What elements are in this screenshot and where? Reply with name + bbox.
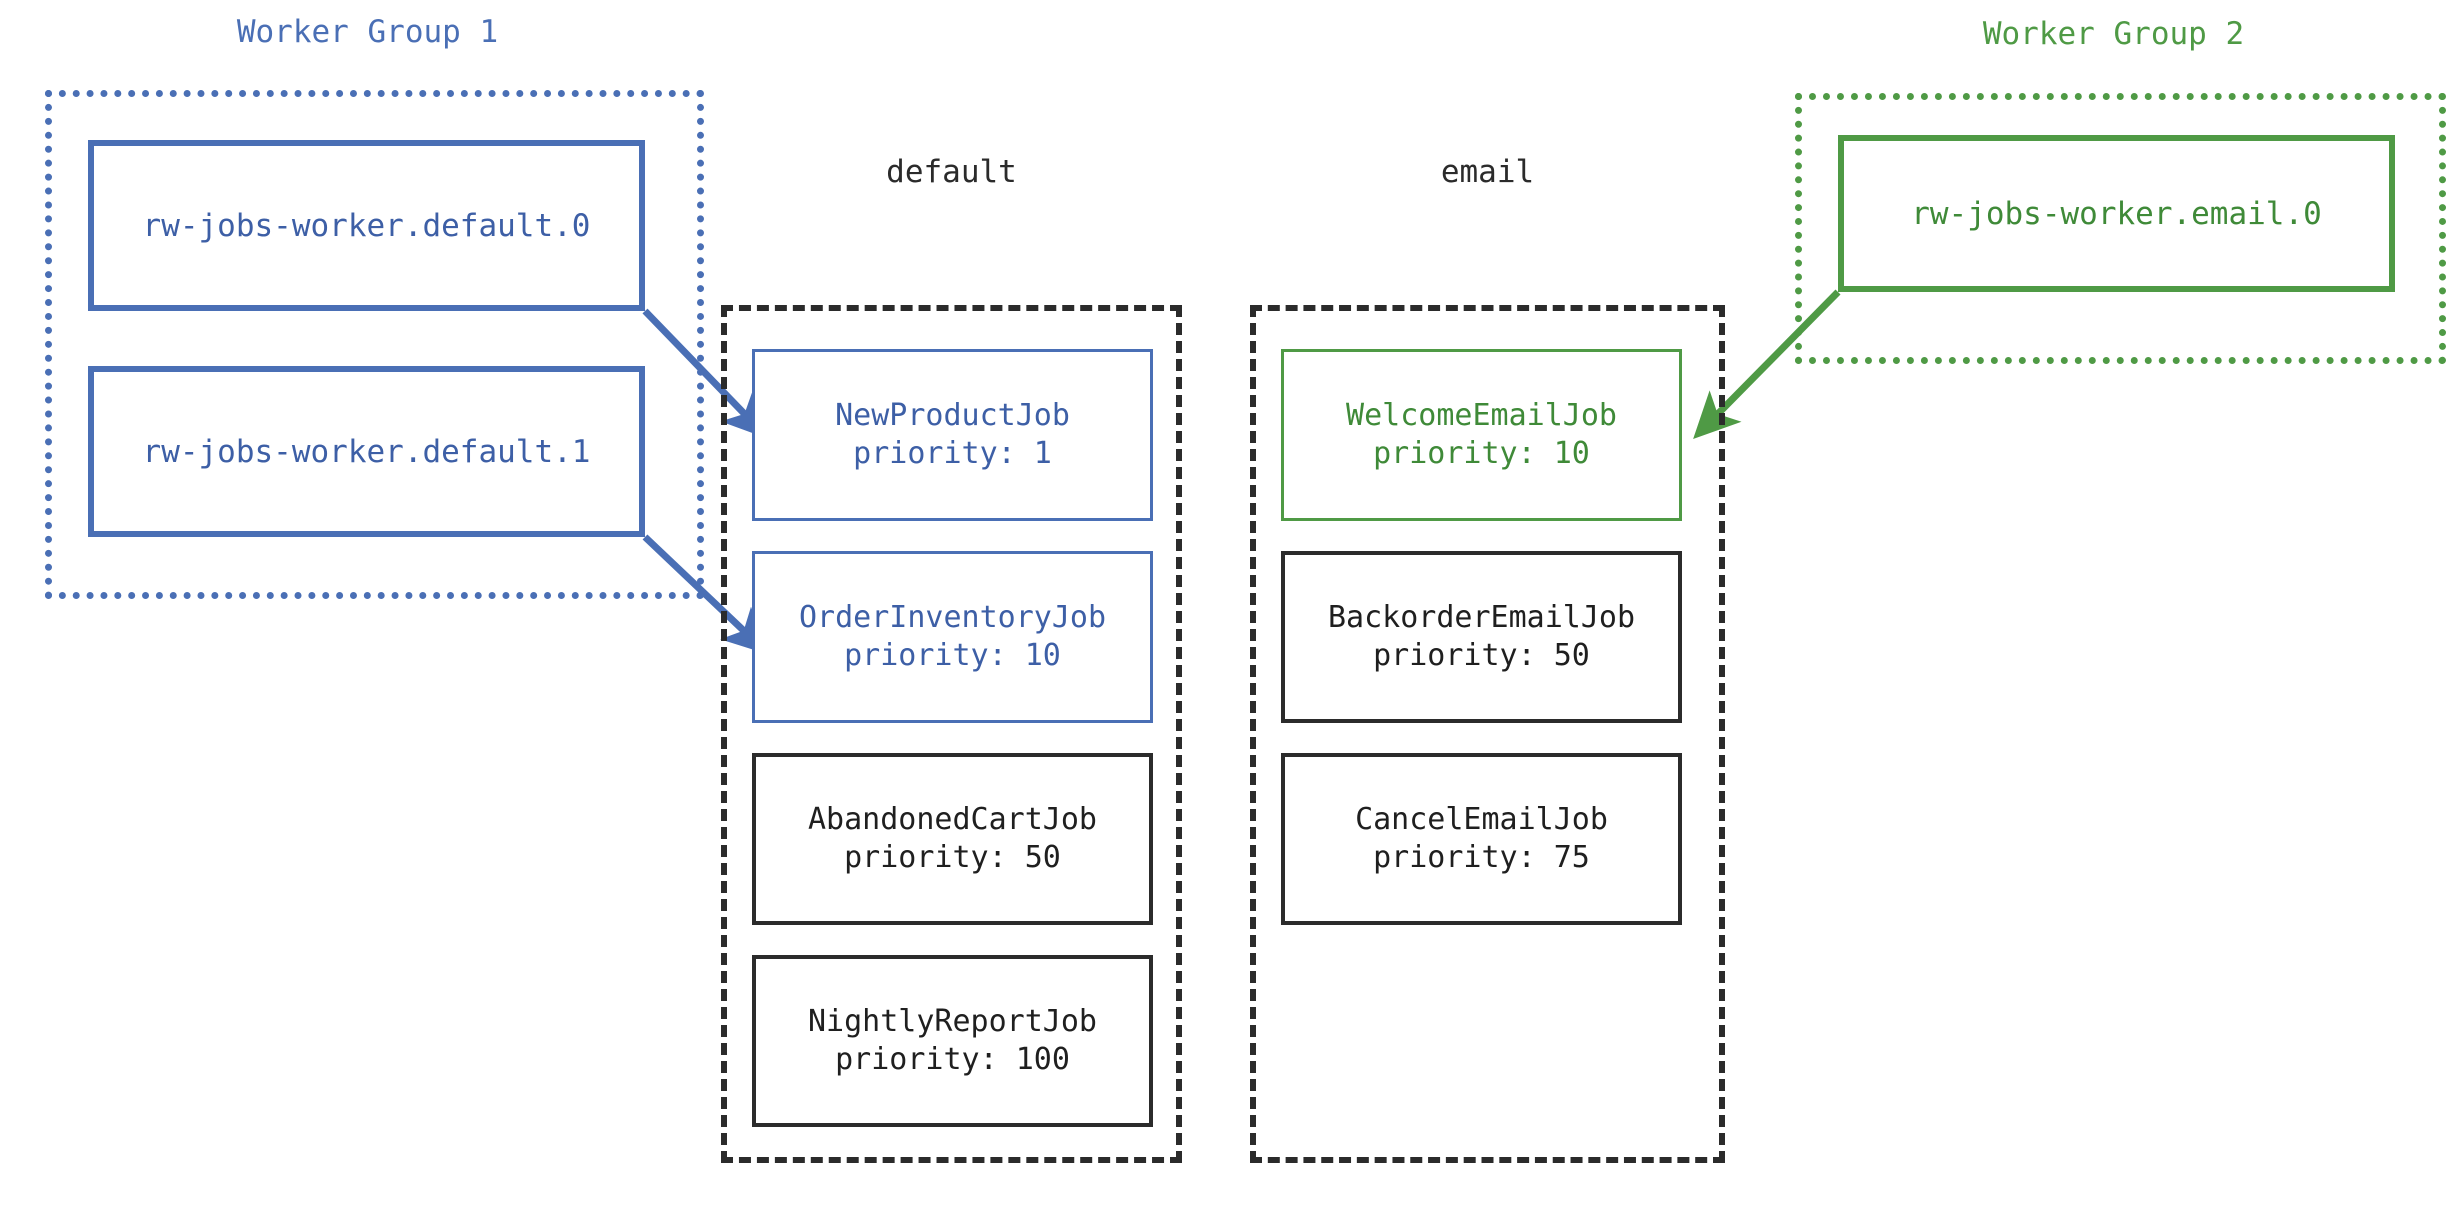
job-priority: priority: 75 — [1373, 840, 1590, 875]
job-priority: priority: 10 — [844, 638, 1061, 673]
job-name: NewProductJob — [835, 397, 1070, 433]
queue-default-container — [721, 305, 1182, 1163]
worker-group-2-title: Worker Group 2 — [1982, 16, 2245, 52]
queue-email-title: email — [1440, 154, 1535, 190]
job-name: NightlyReportJob — [808, 1003, 1097, 1039]
job-card[interactable]: BackorderEmailJob priority: 50 — [1281, 551, 1682, 723]
job-priority: priority: 100 — [835, 1042, 1070, 1077]
worker-group-1-container — [45, 90, 704, 599]
worker-node-email-0[interactable]: rw-jobs-worker.email.0 — [1838, 135, 2395, 292]
job-card[interactable]: NightlyReportJob priority: 100 — [752, 955, 1153, 1127]
worker-group-1-title: Worker Group 1 — [236, 14, 499, 50]
worker-group-2-container — [1795, 93, 2446, 364]
job-card[interactable]: OrderInventoryJob priority: 10 — [752, 551, 1153, 723]
job-card[interactable]: WelcomeEmailJob priority: 10 — [1281, 349, 1682, 521]
job-priority: priority: 1 — [853, 436, 1052, 471]
worker-node-label: rw-jobs-worker.email.0 — [1911, 195, 2322, 232]
job-name: WelcomeEmailJob — [1346, 397, 1617, 433]
job-priority: priority: 10 — [1373, 436, 1590, 471]
worker-node-label: rw-jobs-worker.default.1 — [142, 433, 591, 470]
job-name: OrderInventoryJob — [798, 599, 1107, 635]
worker-node-default-1[interactable]: rw-jobs-worker.default.1 — [88, 366, 645, 537]
job-name: CancelEmailJob — [1355, 801, 1608, 837]
worker-node-label: rw-jobs-worker.default.0 — [142, 207, 591, 244]
queue-email-container — [1250, 305, 1725, 1163]
worker-node-default-0[interactable]: rw-jobs-worker.default.0 — [88, 140, 645, 311]
job-name: AbandonedCartJob — [808, 801, 1097, 837]
queue-default-title: default — [886, 154, 1017, 190]
job-card[interactable]: AbandonedCartJob priority: 50 — [752, 753, 1153, 925]
job-name: BackorderEmailJob — [1327, 599, 1636, 635]
job-card[interactable]: NewProductJob priority: 1 — [752, 349, 1153, 521]
job-card[interactable]: CancelEmailJob priority: 75 — [1281, 753, 1682, 925]
job-priority: priority: 50 — [844, 840, 1061, 875]
job-priority: priority: 50 — [1373, 638, 1590, 673]
